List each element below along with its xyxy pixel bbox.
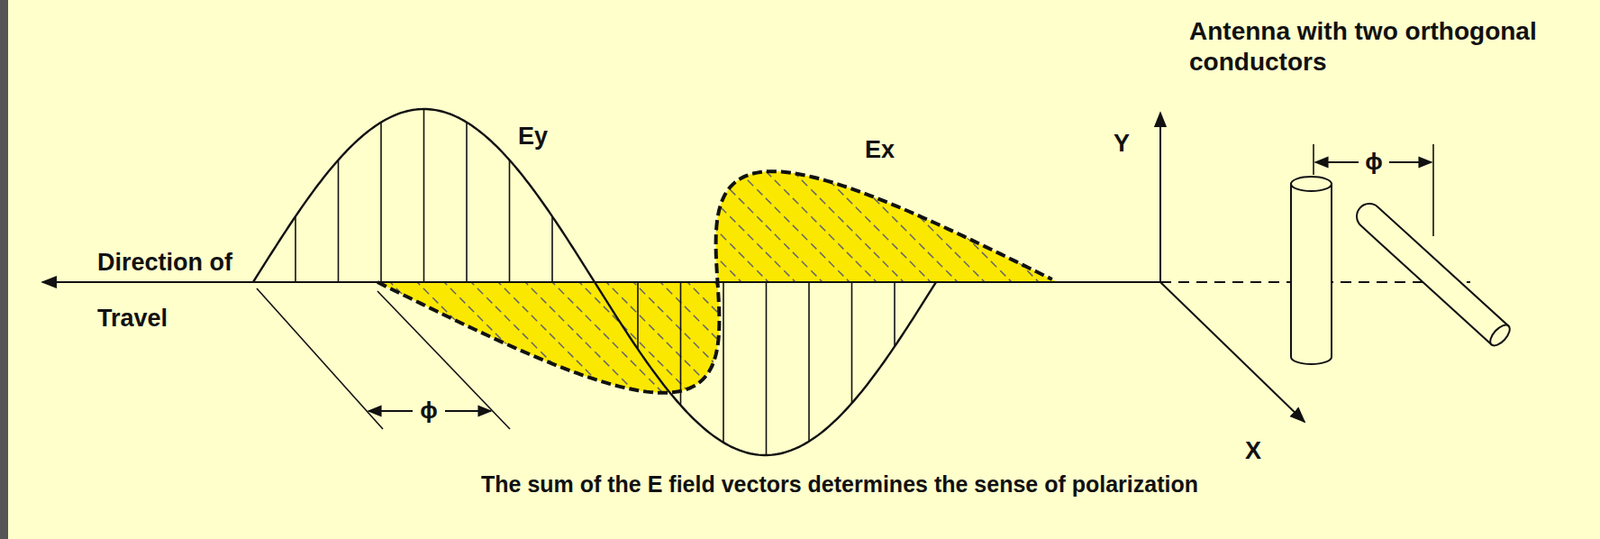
phase-label: ϕ	[418, 396, 440, 425]
direction-label: Direction of Travel	[97, 234, 260, 346]
ey-hatch-line	[680, 281, 682, 406]
ey-hatch-line	[423, 109, 426, 282]
dimension-arrow	[368, 409, 413, 412]
x-axis	[1160, 281, 1305, 422]
antenna-title: Antenna with two orthogonal conductors	[1189, 16, 1568, 77]
ey-hatch-line	[722, 281, 725, 443]
ey-hatch-line	[893, 281, 896, 346]
vertical-conductor	[1290, 183, 1332, 364]
ey-hatch-line	[337, 160, 340, 282]
ey-hatch-line	[465, 122, 468, 282]
y-axis	[1159, 112, 1162, 282]
dimension-line	[1312, 144, 1315, 175]
dimension-arrow	[445, 409, 491, 412]
ey-hatch-line	[851, 281, 854, 403]
travel-axis	[42, 281, 1161, 283]
dimension-line	[256, 288, 383, 429]
left-border	[0, 0, 9, 539]
ey-hatch-line	[380, 122, 382, 282]
ey-hatch-line	[551, 216, 554, 282]
wave-label: Ex	[864, 135, 895, 164]
dimension-arrow	[1315, 161, 1359, 164]
ey-hatch-line	[294, 216, 297, 282]
antenna-group	[1290, 176, 1514, 364]
ey-hatch-line	[636, 281, 639, 349]
axis-label: X	[1245, 436, 1262, 465]
vertical-conductor-top	[1290, 176, 1332, 191]
ey-hatch-line	[765, 281, 768, 455]
dimension-group	[256, 144, 1434, 429]
axis-label: Y	[1113, 128, 1130, 158]
dimension-arrow	[1389, 161, 1432, 164]
horizontal-conductor-end	[1486, 321, 1513, 349]
dimension-line	[1432, 144, 1435, 237]
wave-label: Ey	[518, 121, 548, 151]
ey-hatch-line	[808, 281, 810, 442]
phase-label: ϕ	[1363, 147, 1385, 176]
caption: The sum of the E field vectors determine…	[481, 470, 1199, 498]
ey-hatch-line	[509, 160, 511, 282]
axes-group	[42, 112, 1471, 422]
dimension-line	[377, 290, 510, 429]
